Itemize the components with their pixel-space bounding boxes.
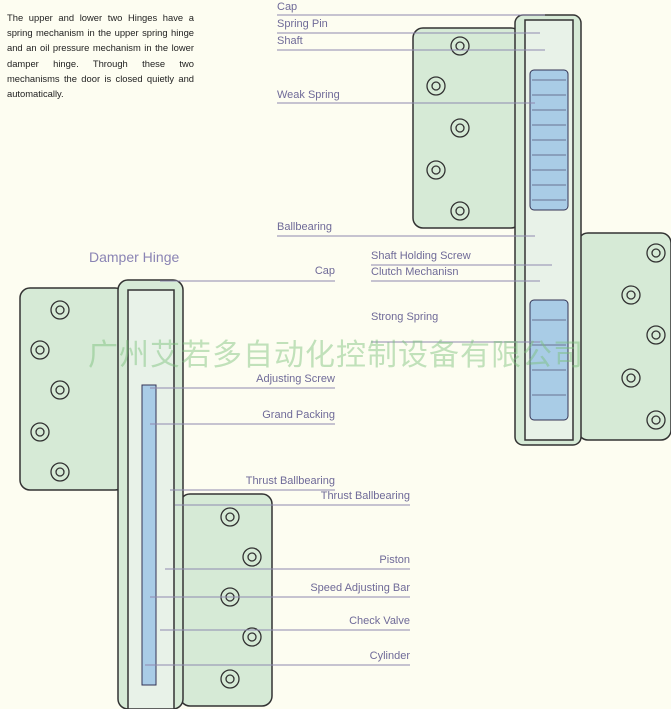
label-shaft: Shaft xyxy=(277,35,303,47)
damper-hinge-title: Damper Hinge xyxy=(89,249,180,265)
label-speed-adjusting-bar: Speed Adjusting Bar xyxy=(310,582,410,594)
spring-coils xyxy=(532,79,566,396)
spring-hinge-right-leaf xyxy=(577,232,671,441)
watermark: 广州艾若多自动化控制设备有限公司 xyxy=(88,338,584,373)
label-strong-spring: Strong Spring xyxy=(371,311,439,323)
description-text: The upper and lower two Hinges have a sp… xyxy=(7,12,194,100)
label-thrust-ballbearing-2: Thrust Ballbearing xyxy=(320,490,410,502)
label-spring-pin: Spring Pin xyxy=(277,18,328,30)
label-ballbearing: Ballbearing xyxy=(277,221,333,233)
screw-holes xyxy=(30,36,666,689)
label-adjusting-screw: Adjusting Screw xyxy=(256,373,335,385)
label-cap-damper: Cap xyxy=(314,265,335,277)
label-grand-packing: Grand Packing xyxy=(262,409,335,421)
label-piston: Piston xyxy=(379,554,410,566)
label-cylinder: Cylinder xyxy=(369,650,410,662)
label-shaft-holding-screw: Shaft Holding Screw xyxy=(371,250,471,262)
strong-spring xyxy=(529,299,569,421)
damper-hinge-right-leaf xyxy=(179,493,273,707)
label-clutch-mechanism: Clutch Mechanisn xyxy=(371,266,459,278)
spring-hinge-left-leaf xyxy=(412,27,522,229)
damper-piston xyxy=(141,384,157,686)
leader-lines xyxy=(145,14,552,666)
label-cap-spring: Cap xyxy=(277,1,298,13)
damper-hinge-left-leaf xyxy=(19,287,126,491)
springs xyxy=(529,69,569,421)
label-weak-spring: Weak Spring xyxy=(277,89,340,101)
label-check-valve: Check Valve xyxy=(349,615,410,627)
label-thrust-ballbearing-1: Thrust Ballbearing xyxy=(245,475,335,487)
